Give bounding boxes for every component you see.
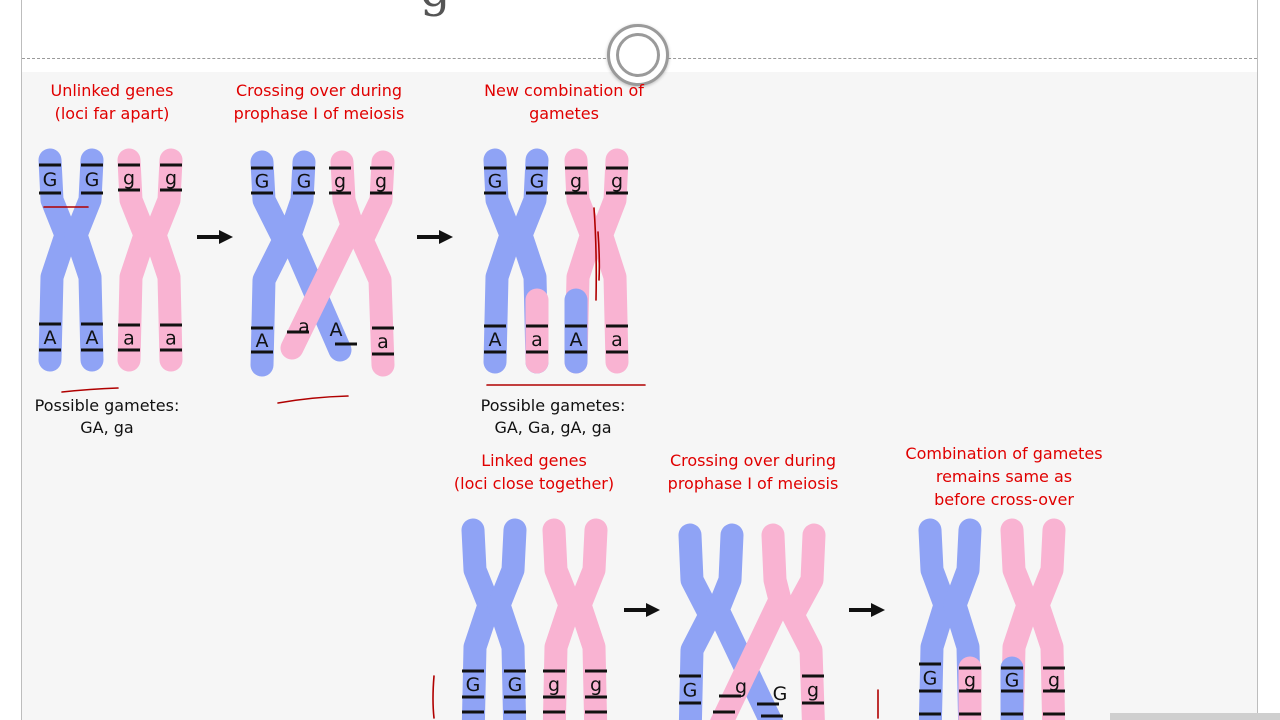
- allele-label: g: [807, 680, 819, 702]
- caption-unlinked-genes: Unlinked genes (loci far apart): [44, 79, 180, 125]
- arrow-right-icon: [871, 603, 885, 617]
- pink-chromatid-crossing: [710, 523, 792, 720]
- pink-chromatid-outer: [781, 523, 826, 720]
- allele-label: a: [298, 316, 310, 338]
- caption-line: New combination of: [484, 81, 644, 100]
- caption-line: Combination of gametes: [905, 444, 1103, 463]
- allele-label: G: [43, 169, 58, 191]
- allele-label: a: [377, 331, 389, 353]
- possible-gametes-recombined: Possible gametes: GA, Ga, gA, ga: [472, 395, 634, 439]
- annotation-ink-layer: [43, 206, 879, 719]
- blue-chromosome-chromatid-right: [487, 518, 527, 720]
- caption-crossing-over-top: Crossing over during prophase I of meios…: [226, 79, 412, 125]
- allele-label: G: [1005, 670, 1020, 692]
- annotation-stroke: [597, 231, 601, 281]
- allele-label: a: [123, 328, 135, 350]
- allele-label: A: [570, 329, 583, 351]
- allele-label: A: [330, 319, 343, 341]
- pink-chromosome-chromatid-right: [143, 148, 183, 372]
- allele-label: g: [334, 171, 346, 193]
- caption-crossing-over-bottom: Crossing over during prophase I of meios…: [657, 449, 849, 495]
- allele-label: g: [735, 676, 747, 698]
- gametes-list: GA, Ga, gA, ga: [494, 418, 612, 437]
- gametes-list: GA, ga: [80, 418, 134, 437]
- blue-chromosome-chromatid-right: [64, 148, 104, 372]
- pink-chromosome-chromatid-right: [568, 518, 608, 720]
- caption-line: Unlinked genes: [50, 81, 174, 100]
- chromosome-layer: [38, 148, 1066, 720]
- arrow-right-icon: [646, 603, 660, 617]
- slide-title-fragment: g: [420, 0, 451, 18]
- caption-new-combination: New combination of gametes: [472, 79, 656, 125]
- caption-linked-genes: Linked genes (loci close together): [444, 449, 624, 495]
- video-thumbnail-edge: [1110, 713, 1280, 720]
- arrow-right-icon: [439, 230, 453, 244]
- allele-label: a: [165, 328, 177, 350]
- allele-label: G: [466, 674, 481, 696]
- gametes-label: Possible gametes:: [480, 396, 626, 415]
- caption-line: Linked genes: [481, 451, 587, 470]
- allele-label: A: [44, 327, 57, 349]
- allele-label: g: [375, 171, 387, 193]
- allele-label: G: [488, 171, 503, 193]
- allele-label: a: [531, 329, 543, 351]
- allele-label: G: [773, 683, 788, 705]
- caption-line: prophase I of meiosis: [667, 474, 839, 493]
- allele-label: A: [256, 330, 269, 352]
- allele-label: a: [611, 329, 623, 351]
- caption-line: (loci close together): [453, 474, 615, 493]
- caption-line: remains same as: [935, 467, 1073, 486]
- annotation-stroke: [593, 207, 598, 301]
- allele-label: G: [508, 674, 523, 696]
- allele-label: g: [590, 674, 602, 696]
- annotation-stroke: [432, 675, 435, 719]
- allele-label: g: [1048, 670, 1060, 692]
- caption-line: Crossing over during: [669, 451, 837, 470]
- allele-label: G: [85, 169, 100, 191]
- pink-chromosome-chromatid-right: [590, 148, 629, 374]
- annotation-stroke: [61, 387, 119, 393]
- allele-label: G: [297, 171, 312, 193]
- caption-line: Crossing over during: [235, 81, 403, 100]
- gametes-label: Possible gametes:: [34, 396, 180, 415]
- arrow-right-icon: [219, 230, 233, 244]
- pink-chromosome-chromatid-right: [1026, 518, 1066, 720]
- band-layer: [39, 163, 1065, 718]
- allele-label: G: [255, 171, 270, 193]
- caption-line: prophase I of meiosis: [233, 104, 405, 123]
- allele-label: g: [123, 168, 135, 190]
- allele-label: g: [964, 670, 976, 692]
- allele-label: g: [548, 674, 560, 696]
- allele-label: g: [611, 171, 623, 193]
- navigation-ring-icon[interactable]: [607, 24, 669, 86]
- caption-line: (loci far apart): [54, 104, 170, 123]
- allele-label: A: [86, 327, 99, 349]
- allele-label: A: [489, 329, 502, 351]
- allele-label: G: [530, 171, 545, 193]
- allele-label: g: [570, 171, 582, 193]
- allele-label: G: [923, 668, 938, 690]
- allele-label: g: [165, 168, 177, 190]
- pink-chromatid-outer: [350, 150, 395, 377]
- pink-chromatid-crossing: [280, 150, 364, 360]
- caption-line: before cross-over: [934, 490, 1074, 509]
- caption-line: gametes: [529, 104, 599, 123]
- allele-label: G: [683, 680, 698, 702]
- annotation-stroke: [277, 395, 349, 404]
- caption-combination-remains: Combination of gametes remains same as b…: [893, 442, 1115, 511]
- possible-gametes-unlinked: Possible gametes: GA, ga: [26, 395, 188, 439]
